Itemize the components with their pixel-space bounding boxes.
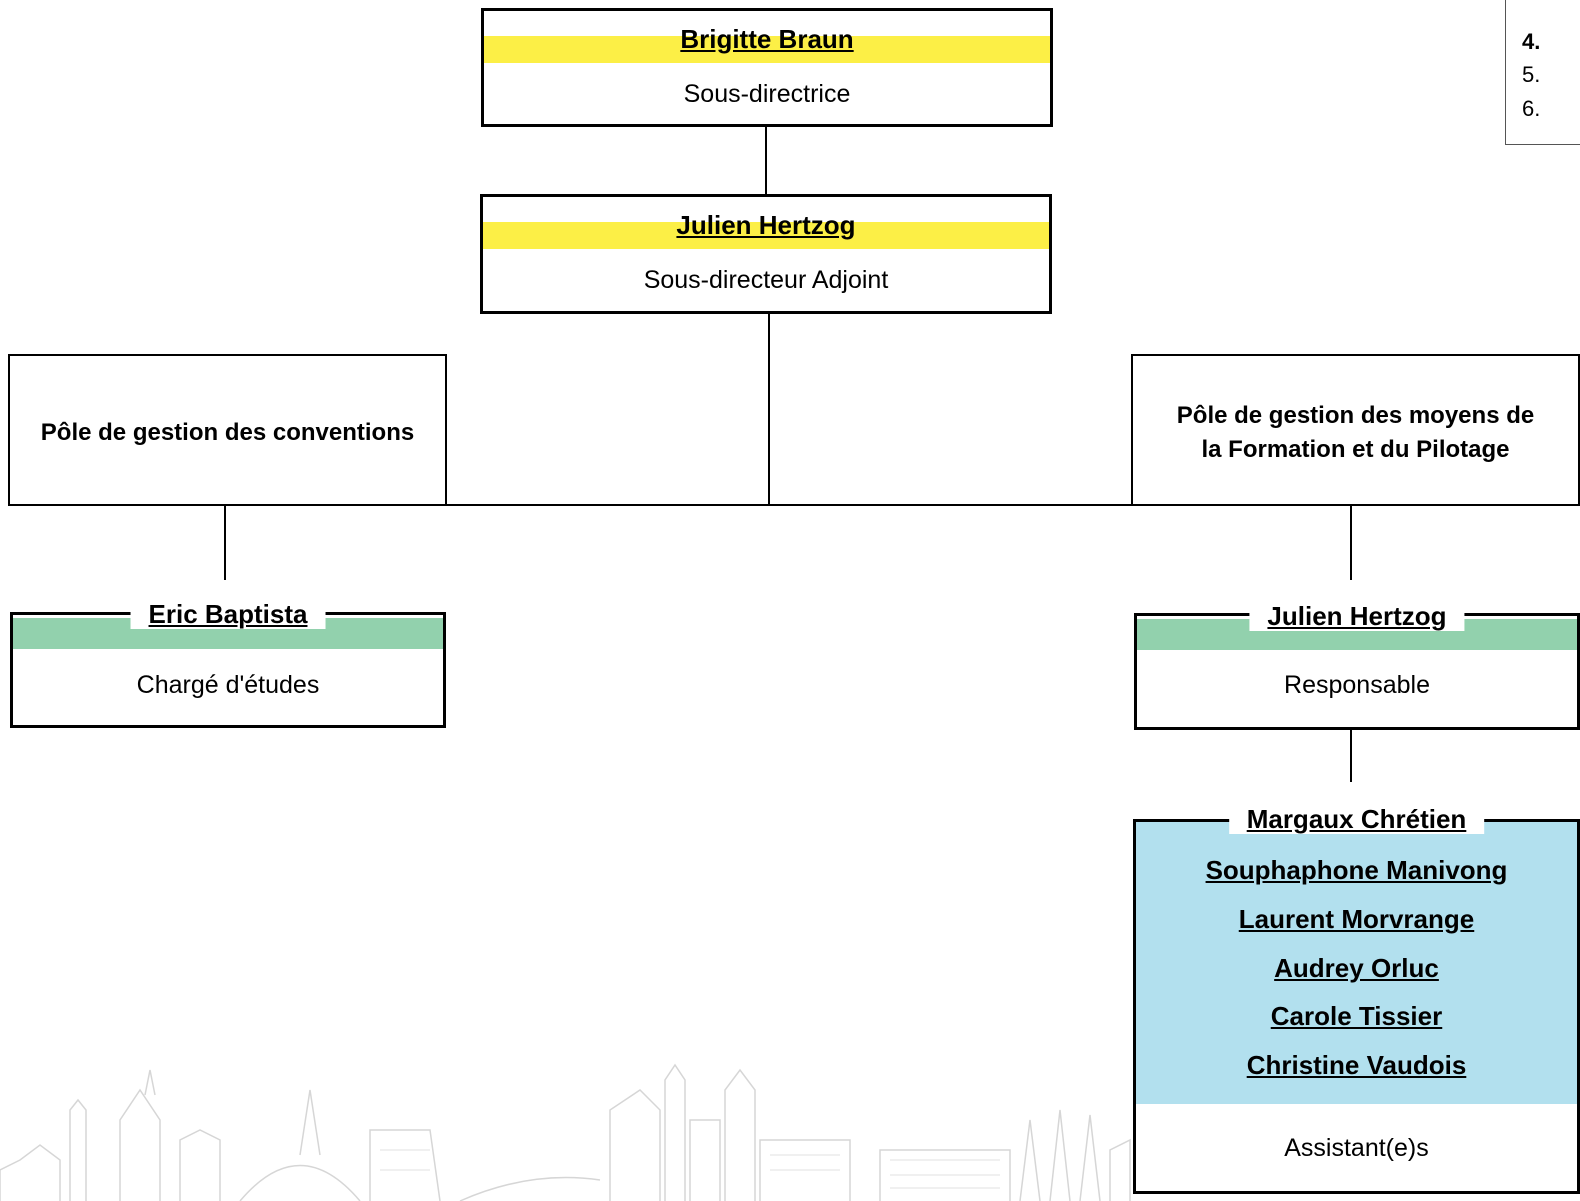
moyens-head-role: Responsable	[1284, 671, 1430, 699]
legend-item: 6.	[1522, 96, 1541, 121]
city-skyline-illustration	[0, 1063, 1131, 1201]
director-card: Brigitte Braun Sous-directrice	[481, 8, 1053, 127]
moyens-head-card: Julien Hertzog Responsable	[1134, 601, 1580, 730]
assistants-card: Margaux Chrétien Souphaphone Manivong La…	[1133, 804, 1580, 1194]
conventions-staff-role: Chargé d'études	[136, 671, 320, 699]
deputy-name-band	[483, 222, 1049, 249]
connector-line	[768, 313, 770, 506]
deputy-card: Julien Hertzog Sous-directeur Adjoint	[480, 194, 1052, 314]
conventions-staff-name[interactable]: Eric Baptista	[130, 599, 326, 629]
pole-moyens-label-line2: la Formation et du Pilotage	[1201, 436, 1510, 463]
assistant-name[interactable]: Laurent Morvrange	[1238, 904, 1475, 934]
deputy-role: Sous-directeur Adjoint	[643, 266, 889, 294]
director-name[interactable]: Brigitte Braun	[680, 24, 854, 54]
pole-moyens-box: Pôle de gestion des moyens de la Formati…	[1131, 354, 1580, 506]
connector-line	[1350, 730, 1352, 782]
director-name-band	[484, 36, 1050, 63]
legend-box: 4. 5. 6.	[1505, 0, 1580, 145]
assistants-role: Assistant(e)s	[1284, 1134, 1429, 1162]
moyens-head-name[interactable]: Julien Hertzog	[1249, 601, 1465, 631]
pole-conventions-label: Pôle de gestion des conventions	[40, 419, 415, 446]
assistant-name[interactable]: Souphaphone Manivong	[1205, 855, 1508, 885]
legend-item: 4.	[1522, 29, 1541, 54]
connector-line	[765, 127, 767, 194]
legend-item: 5.	[1522, 62, 1541, 87]
assistant-name[interactable]: Margaux Chrétien	[1228, 804, 1485, 834]
connector-line	[10, 504, 1570, 506]
pole-moyens-label-line1: Pôle de gestion des moyens de	[1176, 402, 1535, 429]
connector-line	[1350, 506, 1352, 580]
pole-conventions-box: Pôle de gestion des conventions	[8, 354, 447, 506]
assistant-name[interactable]: Audrey Orluc	[1274, 953, 1439, 983]
assistants-names-fill	[1136, 822, 1577, 1104]
deputy-name[interactable]: Julien Hertzog	[676, 210, 856, 240]
assistant-name[interactable]: Christine Vaudois	[1246, 1050, 1467, 1080]
connector-line	[224, 506, 226, 580]
conventions-staff-card: Eric Baptista Chargé d'études	[10, 599, 446, 728]
director-role: Sous-directrice	[683, 80, 851, 108]
assistant-name[interactable]: Carole Tissier	[1270, 1001, 1443, 1031]
